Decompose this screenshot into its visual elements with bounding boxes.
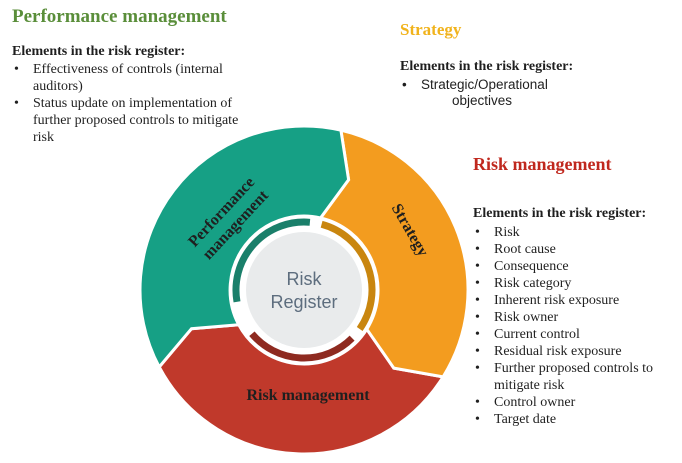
inner-arc-performance bbox=[232, 218, 311, 303]
segment-strategy bbox=[318, 128, 470, 379]
center-label-line1: Risk bbox=[287, 269, 323, 289]
list-item: Residual risk exposure bbox=[473, 343, 678, 360]
segment-label-risk: Risk management bbox=[246, 387, 370, 404]
list-item: Current control bbox=[473, 326, 678, 343]
list-item: Target date bbox=[473, 411, 678, 428]
performance-subtitle: Elements in the risk register: bbox=[12, 44, 186, 59]
strategy-list-continuation: objectives bbox=[452, 93, 513, 108]
list-item: Risk owner bbox=[473, 309, 678, 326]
list-item: Further proposed controls to mitigate ri… bbox=[473, 360, 678, 394]
risk-list: RiskRoot causeConsequenceRisk categoryIn… bbox=[473, 224, 678, 428]
strategy-subtitle: Elements in the risk register: bbox=[400, 59, 574, 74]
risk-heading: Risk management bbox=[473, 154, 612, 174]
performance-list: Effectiveness of controls (internal audi… bbox=[12, 61, 252, 146]
center-circle bbox=[246, 232, 362, 348]
strategy-list: Strategic/Operational bbox=[400, 76, 600, 93]
segment-performance bbox=[138, 124, 351, 370]
list-item: Risk bbox=[473, 224, 678, 241]
list-item: Consequence bbox=[473, 258, 678, 275]
strategy-heading: Strategy bbox=[400, 20, 462, 39]
center-label-line2: Register bbox=[270, 292, 337, 312]
inner-arc-risk bbox=[249, 331, 355, 362]
list-item: Risk category bbox=[473, 275, 678, 292]
list-item: Inherent risk exposure bbox=[473, 292, 678, 309]
list-item: Strategic/Operational bbox=[400, 76, 600, 93]
risk-subtitle: Elements in the risk register: bbox=[473, 206, 647, 221]
list-item: Control owner bbox=[473, 394, 678, 411]
list-item: Status update on implementation of furth… bbox=[12, 95, 252, 146]
list-item: Effectiveness of controls (internal audi… bbox=[12, 61, 252, 95]
list-item: Root cause bbox=[473, 241, 678, 258]
performance-heading: Performance management bbox=[12, 6, 227, 27]
inner-arc-strategy bbox=[320, 220, 376, 332]
segment-risk-management bbox=[157, 323, 446, 456]
